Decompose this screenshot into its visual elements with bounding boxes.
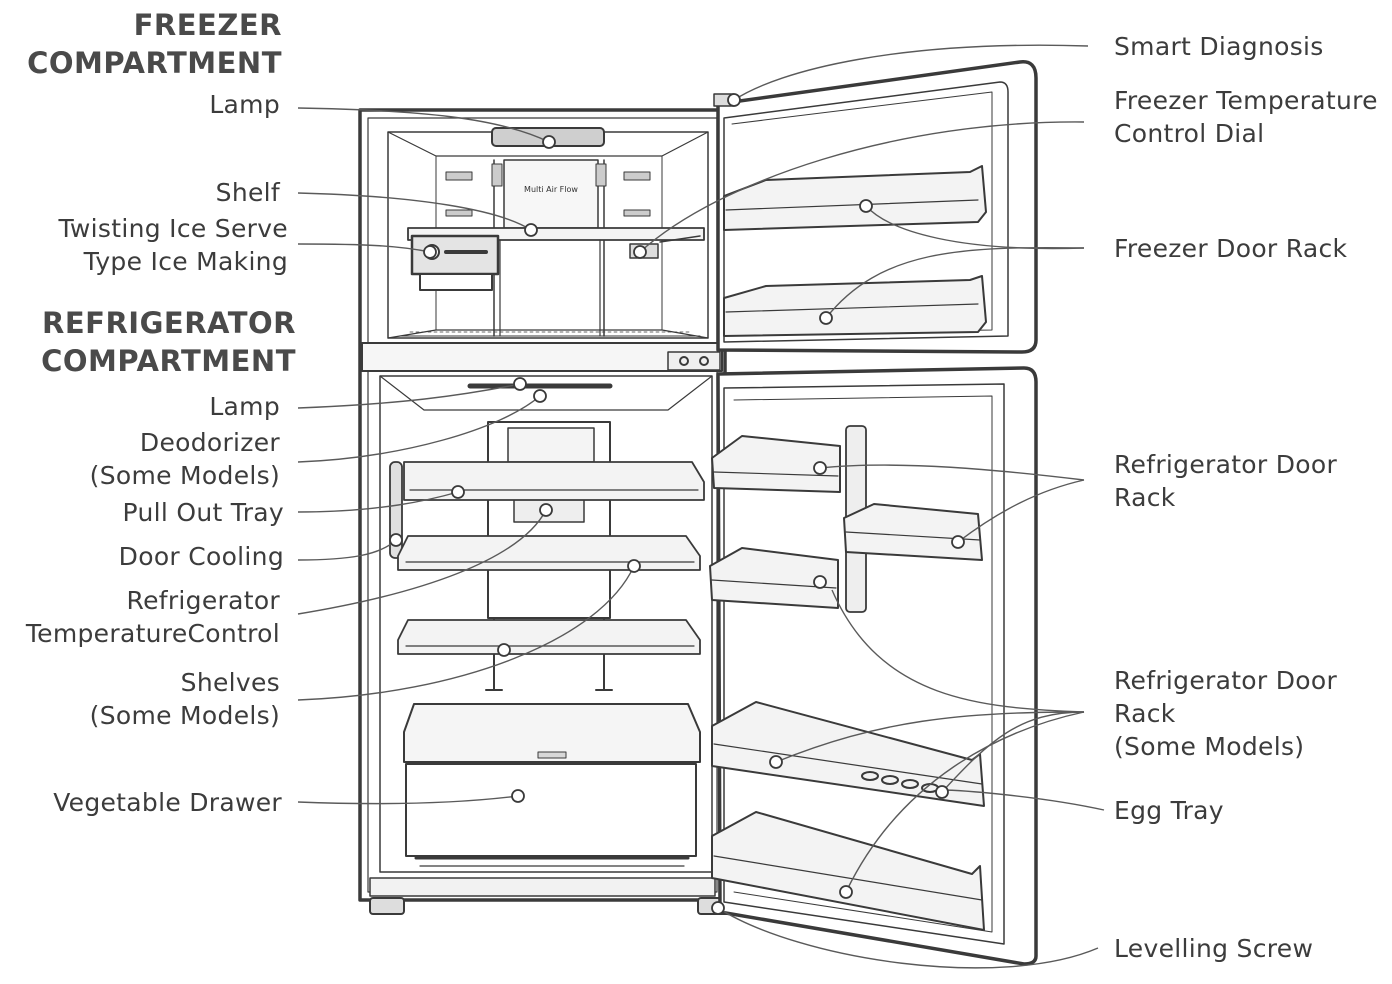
freezer-header-line-2: COMPARTMENT [27, 46, 282, 80]
label-vegetable-drawer: Vegetable Drawer [53, 788, 282, 817]
freezer-header: FREEZER COMPARTMENT [27, 6, 282, 82]
refrigerator-header-line-1: REFRIGERATOR [42, 306, 296, 340]
freezer-header-line-1: FREEZER [133, 8, 282, 42]
label-deodorizer: Deodorizer (Some Models) [89, 428, 280, 490]
fridge-door [709, 366, 1038, 966]
refrigerator-header-line-2: COMPARTMENT [41, 344, 296, 378]
leader-lines [297, 44, 1105, 969]
label-levelling-screw: Levelling Screw [1114, 934, 1314, 963]
panel-text: Multi Air Flow [524, 185, 578, 194]
label-freezer-dial: Freezer Temperature Control Dial [1114, 86, 1378, 148]
label-pull-out-tray: Pull Out Tray [122, 498, 284, 527]
label-temperature-control: Refrigerator TemperatureControl [25, 586, 280, 648]
freezer-door [713, 60, 1038, 354]
label-fridge-door-rack: Refrigerator Door Rack [1114, 450, 1338, 512]
label-ice-making: Twisting Ice Serve Type Ice Making [58, 214, 288, 276]
foot-left [369, 897, 405, 915]
refrigerator-header: REFRIGERATOR COMPARTMENT [41, 304, 296, 380]
label-fridge-door-rack-some: Refrigerator Door Rack (Some Models) [1114, 666, 1338, 761]
label-freezer-lamp: Lamp [209, 90, 280, 119]
label-egg-tray: Egg Tray [1114, 796, 1224, 825]
callout-dots [389, 93, 965, 915]
label-shelves: Shelves (Some Models) [89, 668, 280, 730]
label-fridge-lamp: Lamp [209, 392, 280, 421]
label-smart-diagnosis: Smart Diagnosis [1114, 32, 1324, 61]
label-freezer-door-rack: Freezer Door Rack [1114, 234, 1348, 263]
label-shelf: Shelf [215, 178, 280, 207]
label-door-cooling: Door Cooling [118, 542, 284, 571]
